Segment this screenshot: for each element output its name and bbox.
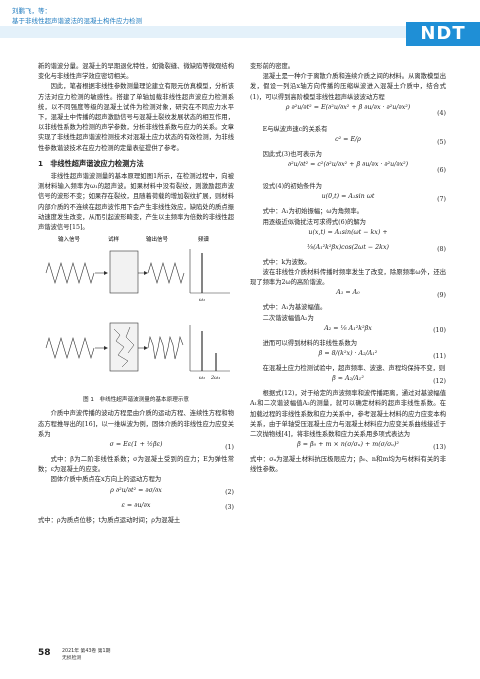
left-column: 新的谐波分量。混凝土的早期退化特性，如微裂缝、微缺陷等微观结构变化与非线性声学效… [38,62,234,526]
equation-12: β ≈ A₂/A₁²(12) [332,375,446,385]
section-heading: 1 非线性超声谐波应力检测方法 [38,158,144,168]
figure-caption: 图 1 非线性超声谐波测量的基本原理示意 [82,397,190,404]
label-w1-top: ω₁ [199,297,205,303]
paragraph: 式中：k为波数。 [262,258,311,266]
label-2w1: 2ω₁ [210,375,220,381]
equation-3: ε = ∂u/∂x(3) [121,501,234,512]
right-column: 变形前的密度。 混凝土是一种介于离散介质和连续介质之间的材料。从离散模型出发，假… [250,62,446,476]
paragraph: 因此，笔者根据非线性参数测量理论建立有限元仿真模型，分析该方法对应力检测的敏感性… [38,83,234,152]
paragraph: 波在非线性介质材料传播时频率发生了改变，除原频率ω外，还出现了频率为2ω的高阶谐… [250,269,446,287]
sample-cracked [109,322,139,372]
header-authors: 刘鹏飞，等： [12,7,51,15]
page-header: 刘鹏飞，等： 基于非线性超声谐波法的混凝土构件应力检测 NDT [0,0,480,50]
journal-info: 2021年 第43卷 第1期 无损检测 [62,648,110,662]
paragraph: E与纵波声速c的关系有 [262,125,328,133]
equation-8a: u(x,t) = A₁sin(ωt − kx) + [308,228,388,236]
label-output-signal: 输出信号 [146,235,169,243]
sample-intact [109,250,139,294]
journal-issue: 2021年 第43卷 第1期 [62,649,111,654]
figure-1: 输入信号 试样 输出信号 频谱 ω₁ [38,233,234,393]
equation-11: β = 8/(k²x) · A₂/A₁²(11) [318,350,446,360]
header-title: 基于非线性超声谐波法的混凝土构件应力检测 [12,17,142,25]
paragraph: 因此式(3)也可表示为 [262,151,322,159]
label-spectrum: 频谱 [198,235,210,243]
journal-logo: NDT [406,22,480,46]
paragraph: 式中：β为二阶非线性系数；σ为混凝土受到的应力；E为弹性常数；ε为混凝土的应变。 [38,456,234,474]
equation-7: u(0,t) = A₁sin ωt(7) [321,193,446,203]
paragraph: 二次谐波幅值A₂为 [262,314,314,322]
equation-10: A₂ = ⅛ A₁²k²βx(10) [324,324,446,335]
equation-5: c² = E/ρ(5) [335,136,446,146]
paragraph: 式中：ρ为质点位移；t为质点运动时间；ρ为混凝土 [38,516,181,524]
paragraph: 新的谐波分量。混凝土的早期退化特性，如微裂缝、微缺陷等微观结构变化与非线性声学效… [38,63,234,81]
paragraph: 式中：σᵤ为混凝土材料抗压极限应力；β₀、n和m均为与材料有关的非线性参数。 [250,456,446,474]
paragraph: 根据式(12)，对于给定的声波频率和波传播距离，通过对基波幅值A₁和二次谐波幅值… [250,390,446,439]
equation-9: A₁ = A₀(9) [336,289,446,299]
paragraph: 式中：A₁为初始振幅；ω为角频率。 [262,208,363,216]
equation-6: ∂²u/∂t² = c²(∂²u/∂x² + β ∂u/∂x · ∂²u/∂x²… [287,161,446,175]
paragraph: 进而可以得到材料的非线性系数为 [262,339,358,347]
equation-4: ρ ∂²u/∂t² = E(∂²u/∂x² + β ∂u/∂x · ∂²u/∂x… [285,103,446,117]
equation-13: β = β₀ + m × n(σ/σᵤ) + m(σ/σᵤ)²(13) [297,441,446,451]
paragraph: 用逐级近似微扰法可求得式(6)的解为 [262,218,366,226]
paragraph: 介质中声波传播的波动方程是由介质的运动方程、连续性方程和物态方程推导出的[16]… [38,410,234,438]
paragraph: 非线性超声谐波测量的基本原理如图1所示，在检测过程中，向被测材料输入频率为ω₁的… [38,173,234,232]
paragraph: 变形前的密度。 [250,63,295,70]
input-sine-top [45,262,95,285]
journal-name: 无损检测 [62,656,82,661]
label-input-signal: 输入信号 [58,235,81,243]
paragraph: 在混凝土应力检测试验中，超声频率、波速、声程均保持不变，则 [262,365,446,373]
equation-2: ρ ∂²u/∂t² = ∂σ/∂x(2) [110,486,234,497]
figure-1-diagram: 输入信号 试样 输出信号 频谱 ω₁ [45,235,230,381]
paragraph: 设式(4)的初始条件为 [262,183,322,191]
equation-8b: ⅛(A₁²k²βx)cos(2ωt − 2kx)(8) [307,243,446,254]
paragraph: 固体介质中质点在x方向上的运动方程为 [50,476,162,484]
label-w1-bottom: ω₁ [199,375,205,381]
page-number: 58 [38,648,51,658]
header-band [0,26,406,38]
paragraph: 式中：A₁为基波幅值。 [262,304,327,312]
label-sample: 试样 [108,235,120,243]
paragraph: 混凝土是一种介于离散介质和连续介质之间的材料。从离散模型出发，假设一列沿x轴方向… [250,73,446,101]
equation-1: σ = Eε(1 + ½βε)(1) [109,441,234,451]
